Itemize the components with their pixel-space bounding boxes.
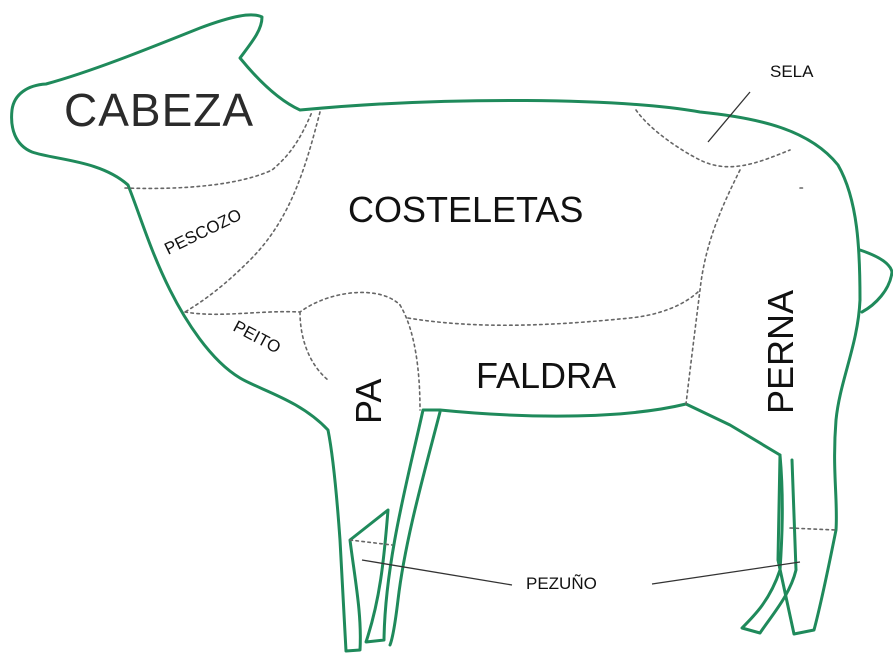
label-peito: PEITO bbox=[230, 317, 284, 358]
leader-lines bbox=[361, 91, 801, 586]
label-pezuno: PEZUÑO bbox=[526, 574, 597, 593]
tail-outline bbox=[858, 248, 893, 314]
cut-lines bbox=[124, 109, 837, 546]
label-cabeza: CABEZA bbox=[64, 84, 254, 136]
label-pa: PA bbox=[348, 379, 389, 424]
hind-leg-outline bbox=[740, 453, 798, 635]
leader-pezuno-right bbox=[651, 561, 801, 585]
cut-sela bbox=[635, 109, 791, 168]
label-costeletas: COSTELETAS bbox=[348, 189, 583, 230]
body-outline bbox=[10, 13, 862, 653]
label-faldra: FALDRA bbox=[476, 355, 616, 396]
leader-pezuno-left bbox=[361, 559, 513, 586]
cut-faldra-top bbox=[407, 289, 701, 327]
cut-pa-outline bbox=[299, 304, 421, 411]
leader-sela bbox=[707, 91, 751, 143]
cut-peito-top bbox=[184, 291, 401, 316]
fore-leg-outline bbox=[388, 410, 442, 647]
cut-perna-front bbox=[685, 169, 741, 405]
label-sela: SELA bbox=[770, 62, 814, 81]
cut-hoof-front bbox=[349, 539, 393, 546]
cut-pescozo-costeletas bbox=[184, 111, 321, 313]
lamb-outline bbox=[10, 13, 893, 653]
cut-hoof-hind bbox=[789, 527, 837, 531]
label-pescozo: PESCOZO bbox=[161, 205, 244, 259]
label-perna: PERNA bbox=[760, 290, 801, 414]
cut-cabeza-pescozo bbox=[124, 111, 313, 190]
cut-labels: CABEZA PESCOZO COSTELETAS SELA PEITO PA … bbox=[64, 62, 814, 593]
